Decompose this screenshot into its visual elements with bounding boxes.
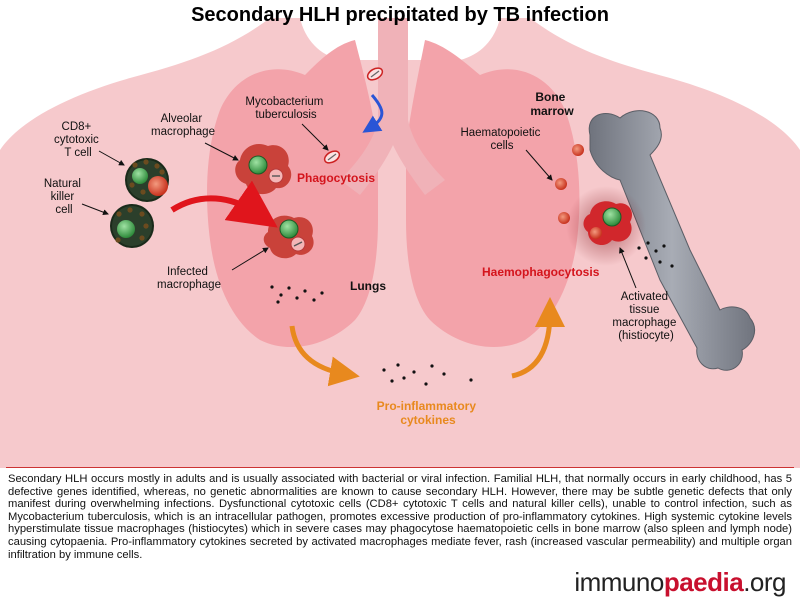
right-lung <box>406 40 580 348</box>
activated-tissue-macrophage <box>566 186 646 266</box>
mycobacterium-trachea <box>366 67 384 81</box>
bone <box>588 110 755 371</box>
label-mtb: Mycobacterium tuberculosis <box>245 96 326 121</box>
natural-killer-cell <box>110 204 154 248</box>
hlh-diagram: Secondary HLH precipitated by TB infecti… <box>0 4 800 468</box>
brand-part-3: .org <box>743 567 786 597</box>
label-cytokines: Pro-inflammatory cytokines <box>377 399 480 427</box>
label-cd8: CD8+ cytotoxic T cell <box>54 121 102 159</box>
label-alveolar: Alveolar macrophage <box>151 113 215 138</box>
label-lungs: Lungs <box>350 279 386 293</box>
haematopoietic-cells <box>555 144 584 224</box>
cd8-t-cell <box>125 158 169 202</box>
red-arrow <box>170 180 278 228</box>
label-haematopoietic: Haematopoietic cells <box>460 127 543 152</box>
brand-logo: immunopaedia.org <box>574 567 786 598</box>
label-activated: Activated tissue macrophage (histiocyte) <box>612 291 679 342</box>
brand-part-1: immuno <box>574 567 664 597</box>
caption-divider <box>6 467 794 468</box>
label-nk: Natural killer cell <box>44 178 84 216</box>
left-lung <box>207 40 378 348</box>
diagram-title: Secondary HLH precipitated by TB infecti… <box>191 4 609 26</box>
brand-part-2: paedia <box>663 567 744 597</box>
blue-arrow <box>362 94 384 133</box>
cytokine-dots-center <box>382 363 473 386</box>
leader-lines <box>81 123 637 289</box>
label-phagocytosis: Phagocytosis <box>297 171 375 185</box>
cytokine-dots-lung <box>270 285 324 304</box>
orange-arrow-right <box>511 297 565 379</box>
orange-arrow-left <box>289 325 360 387</box>
caption-text: Secondary HLH occurs mostly in adults an… <box>8 473 792 561</box>
cytokine-dots-marrow <box>637 241 674 268</box>
mycobacterium-tuberculosis <box>323 150 341 164</box>
label-bone-marrow: Bone marrow <box>530 90 574 118</box>
trachea <box>340 18 445 195</box>
label-infected: Infected macrophage <box>157 266 221 291</box>
label-haemophagocytosis: Haemophagocytosis <box>482 265 600 279</box>
